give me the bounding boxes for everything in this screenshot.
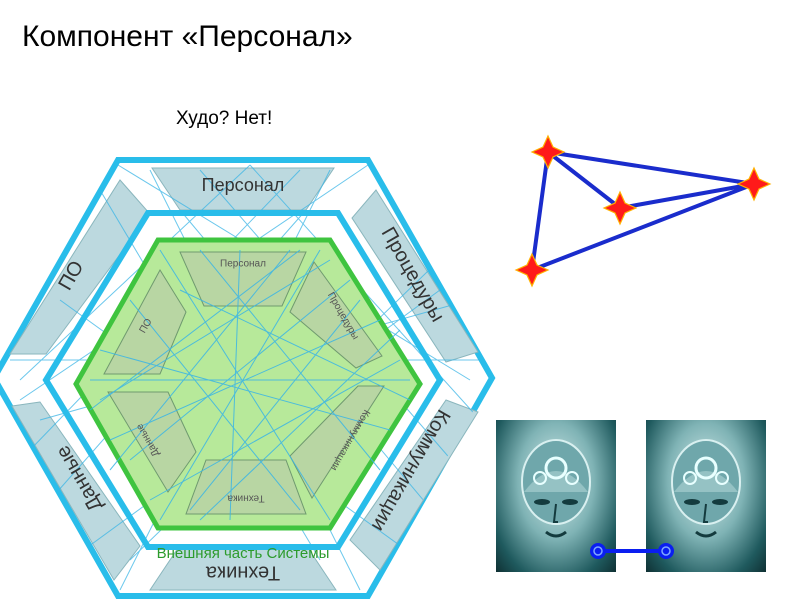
triangle-network — [530, 150, 756, 272]
external-caption: Внешняя часть Системы — [157, 545, 330, 562]
outer-label-bottom: Техника — [205, 562, 280, 584]
head-gears-icon — [521, 439, 591, 538]
inner-segment-top — [179, 251, 307, 307]
star-icons — [514, 134, 772, 288]
inner-segment-upper-right — [289, 261, 383, 369]
outer-label-top: Персонал — [202, 175, 285, 195]
head-gears-icon — [671, 439, 741, 538]
triangle-edge-to-center-top — [546, 150, 622, 210]
inner-label-bottom: Техника — [227, 492, 265, 503]
outer-segment-upper-left — [9, 179, 151, 355]
star-icon — [530, 134, 566, 170]
outer-segment-upper-right — [351, 189, 479, 363]
star-icon — [736, 166, 772, 202]
page-title: Компонент «Персонал» — [22, 20, 353, 53]
inner-connection-lines — [89, 249, 411, 521]
inner-segment-lower-right — [289, 385, 385, 499]
star-icon — [514, 252, 550, 288]
middle-hexagon — [42, 210, 444, 550]
inner-label-top: Персонал — [220, 259, 266, 270]
outer-segment-lower-right — [349, 399, 479, 571]
triangle-edge-to-center-right — [619, 182, 755, 210]
outer-segment-lower-left — [11, 401, 141, 581]
subtitle: Худо? Нет! — [176, 108, 273, 129]
outer-segments — [9, 167, 479, 591]
triangle-outline — [530, 150, 756, 272]
star-icon — [602, 190, 638, 226]
head-image-left — [496, 420, 616, 572]
inner-segment-upper-left — [103, 269, 187, 375]
head-image-right — [646, 420, 766, 572]
inner-segment-bottom — [185, 459, 307, 515]
